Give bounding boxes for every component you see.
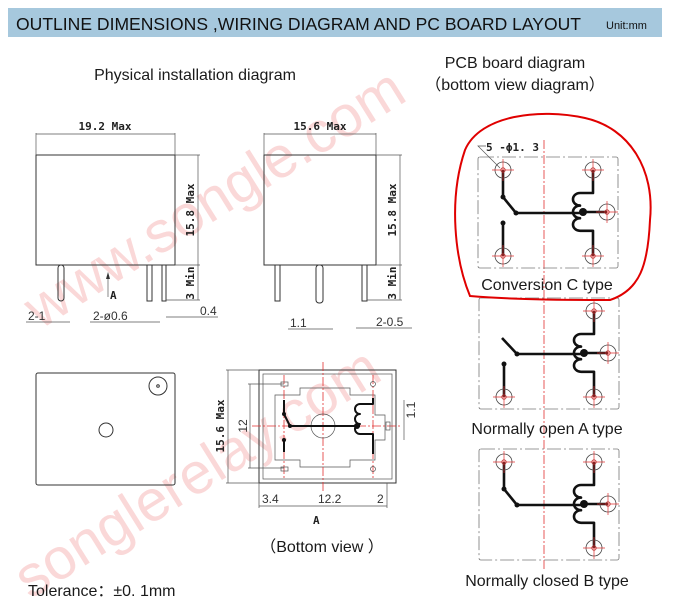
tolerance-note: Tolerance：±0. 1mm (28, 583, 176, 600)
pad-bottom-left-hole (500, 253, 506, 259)
pcb-subtitle: （bottom view diagram） (425, 76, 605, 94)
pad-coil-top-hole (591, 459, 597, 465)
front-pin-b-dim: 2-ø0.6 (93, 309, 128, 323)
pcb-label-c: Conversion C type (481, 277, 613, 294)
contact-dot (500, 194, 506, 200)
front-pin-length-dim: 3 Min (184, 266, 197, 299)
pad-coil-top-hole (591, 308, 597, 314)
switch-arm-icon (501, 337, 584, 356)
side-pin-b-dim: 2-0.5 (376, 315, 404, 329)
side-view: 15.6 Max 15.8 Max 3 Min 1.1 2-0.5 (263, 120, 412, 330)
pcb-diagram-normally-closed-b (478, 448, 620, 561)
pivot-dot (513, 210, 519, 216)
pad-coil-bottom-hole (591, 545, 597, 551)
pcb-title: PCB board diagram (445, 55, 586, 72)
pad-bottom-left-hole (501, 394, 507, 400)
physical-title: Physical installation diagram (94, 67, 296, 84)
pad-coil-bottom-hole (590, 253, 596, 259)
bottom-right-dim: 1.1 (404, 401, 418, 418)
highlight-ellipse (454, 112, 652, 302)
bottom-arrow-label: A (313, 514, 320, 527)
pad-top-left-hole (501, 459, 507, 465)
side-pin-length-dim: 3 Min (386, 266, 399, 299)
pcb-outline (478, 448, 620, 561)
bottom-dim-2: 2 (377, 492, 384, 506)
unit-label: Unit:mm (606, 20, 647, 32)
bottom-inner-dim: 12 (236, 419, 250, 433)
pcb-label-b: Normally closed B type (465, 573, 629, 590)
front-width-dim: 19.2 Max (79, 120, 132, 133)
pcb-outline (478, 297, 620, 410)
contact-dot (501, 486, 507, 492)
pad-top-left-hole (500, 167, 506, 173)
side-height-dim: 15.8 Max (386, 183, 399, 236)
side-pin-a-dim: 1.1 (290, 316, 307, 330)
front-pin-a-dim: 2-1 (28, 309, 46, 323)
bottom-view: 15.6 Max 12 1.1 3.4 12.2 2 A (214, 362, 418, 527)
front-arrow-label: A (110, 289, 117, 302)
pad-common-hole (605, 350, 611, 356)
watermark-1: www.songle.com (12, 55, 416, 341)
hole-note: 5 -ϕ1. 3 (486, 141, 539, 154)
front-pin-c-dim: 0.4 (200, 304, 217, 318)
bottom-view-caption: （Bottom view ） (260, 538, 384, 556)
pcb-diagram-normally-open-a (478, 297, 620, 410)
bottom-height-dim: 15.6 Max (214, 399, 227, 452)
pcb-outline (477, 156, 619, 269)
header-title: OUTLINE DIMENSIONS ,WIRING DIAGRAM AND P… (16, 14, 581, 34)
switch-arm-icon (502, 462, 584, 507)
bottom-dim-3-4: 3.4 (262, 492, 279, 506)
pad-common-hole (604, 209, 610, 215)
pcb-label-a: Normally open A type (471, 421, 622, 438)
watermark-2: songlerelay.com (2, 334, 391, 611)
side-width-dim: 15.6 Max (294, 120, 347, 133)
bottom-dim-12-2: 12.2 (318, 492, 342, 506)
pad-coil-bottom-hole (591, 394, 597, 400)
front-height-dim: 15.8 Max (184, 183, 197, 236)
front-view: 19.2 Max 15.8 Max 3 Min A 2-1 2-ø0.6 0.4 (26, 120, 218, 323)
pad-coil-top-hole (590, 167, 596, 173)
pivot-dot (514, 502, 520, 508)
pcb-diagram-conversion-c (477, 156, 619, 269)
pivot-dot (514, 351, 520, 357)
contact-dot (500, 220, 506, 226)
pad-common-hole (605, 501, 611, 507)
switch-arm-icon (501, 170, 583, 215)
contact-dot (501, 361, 507, 367)
top-view (35, 372, 176, 486)
header-bar (8, 8, 662, 37)
hole-note-leader (477, 145, 501, 169)
